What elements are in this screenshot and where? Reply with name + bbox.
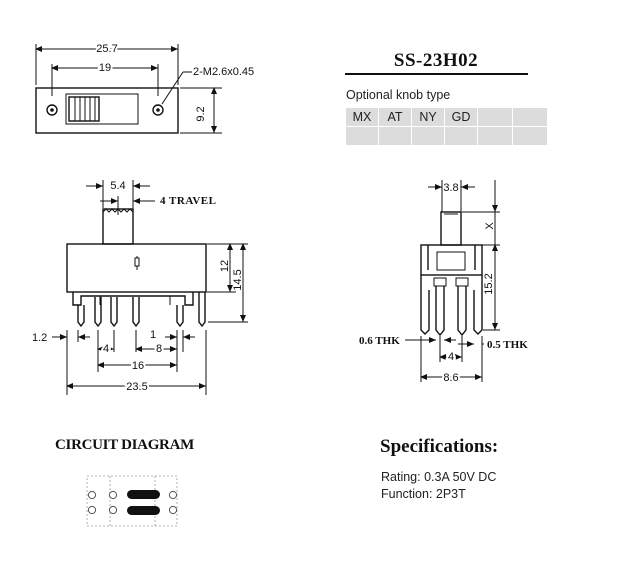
- dim-width: 9.2: [195, 106, 207, 121]
- circuit-diagram: [86, 475, 178, 527]
- top-view: 25.7 19 2-M2.6x0.45 9.2: [35, 41, 254, 134]
- dim-overall-length: 25.7: [96, 43, 117, 55]
- mount-hole-left: [46, 104, 58, 116]
- dim-end-offset: 1.2: [32, 332, 47, 344]
- knob-type-table: MX AT NY GD: [345, 107, 548, 146]
- title-underline: [345, 73, 528, 75]
- circuit-title: CIRCUIT DIAGRAM: [55, 437, 194, 453]
- contact-bar-2: [127, 506, 160, 515]
- hole-note: 2-M2.6x0.45: [193, 66, 254, 78]
- spec-title: Specifications:: [380, 436, 499, 457]
- pin-thickness: 0.6 THK: [359, 335, 400, 347]
- dim-knob-width: 5.4: [110, 180, 125, 192]
- side-view: 3.8 X 15.2 0.6 THK 0.5 THK: [359, 180, 528, 386]
- dim-pitch-b: 8: [156, 343, 162, 355]
- dim-side-height: 15.2: [483, 273, 495, 294]
- travel-label: 4 TRAVEL: [160, 195, 216, 207]
- dim-side-width: 8.6: [443, 372, 458, 384]
- part-number: SS-23H02: [393, 50, 479, 71]
- dim-body-height: 12: [219, 260, 231, 272]
- knob-type-cell: [477, 107, 513, 127]
- spec-function: Function: 2P3T: [381, 487, 466, 501]
- dim-side-x: X: [484, 222, 496, 230]
- knob-empty-cell: [378, 126, 412, 146]
- contact-bar-1: [127, 490, 160, 499]
- dim-gap: 1: [150, 329, 156, 341]
- knob-empty-cell: [477, 126, 513, 146]
- dim-pitch-a: 4: [103, 343, 109, 355]
- knob-type-cell: NY: [411, 107, 445, 127]
- knob-empty-cell: [345, 126, 379, 146]
- spec-rating: Rating: 0.3A 50V DC: [381, 470, 497, 484]
- dim-side-knob: 3.8: [443, 182, 458, 194]
- dim-hole-spacing: 19: [99, 62, 111, 74]
- dim-base-length: 23.5: [126, 381, 147, 393]
- knob-empty-cell: [444, 126, 478, 146]
- dim-total-height: 14.5: [232, 269, 244, 290]
- knob-type-cell: AT: [378, 107, 412, 127]
- knob-type-cell: MX: [345, 107, 379, 127]
- knob-type-cell: GD: [444, 107, 478, 127]
- dim-pin-span: 16: [132, 360, 144, 372]
- knob-type-label: Optional knob type: [346, 88, 451, 102]
- knob-empty-cell: [512, 126, 548, 146]
- dim-side-pitch: 4: [448, 351, 454, 363]
- mount-hole-right: [152, 104, 164, 116]
- knob-type-cell: [512, 107, 548, 127]
- knob-empty-cell: [411, 126, 445, 146]
- front-view: 5.4 4 TRAVEL 12 14.5: [32, 180, 248, 395]
- tab-thickness: 0.5 THK: [487, 339, 528, 351]
